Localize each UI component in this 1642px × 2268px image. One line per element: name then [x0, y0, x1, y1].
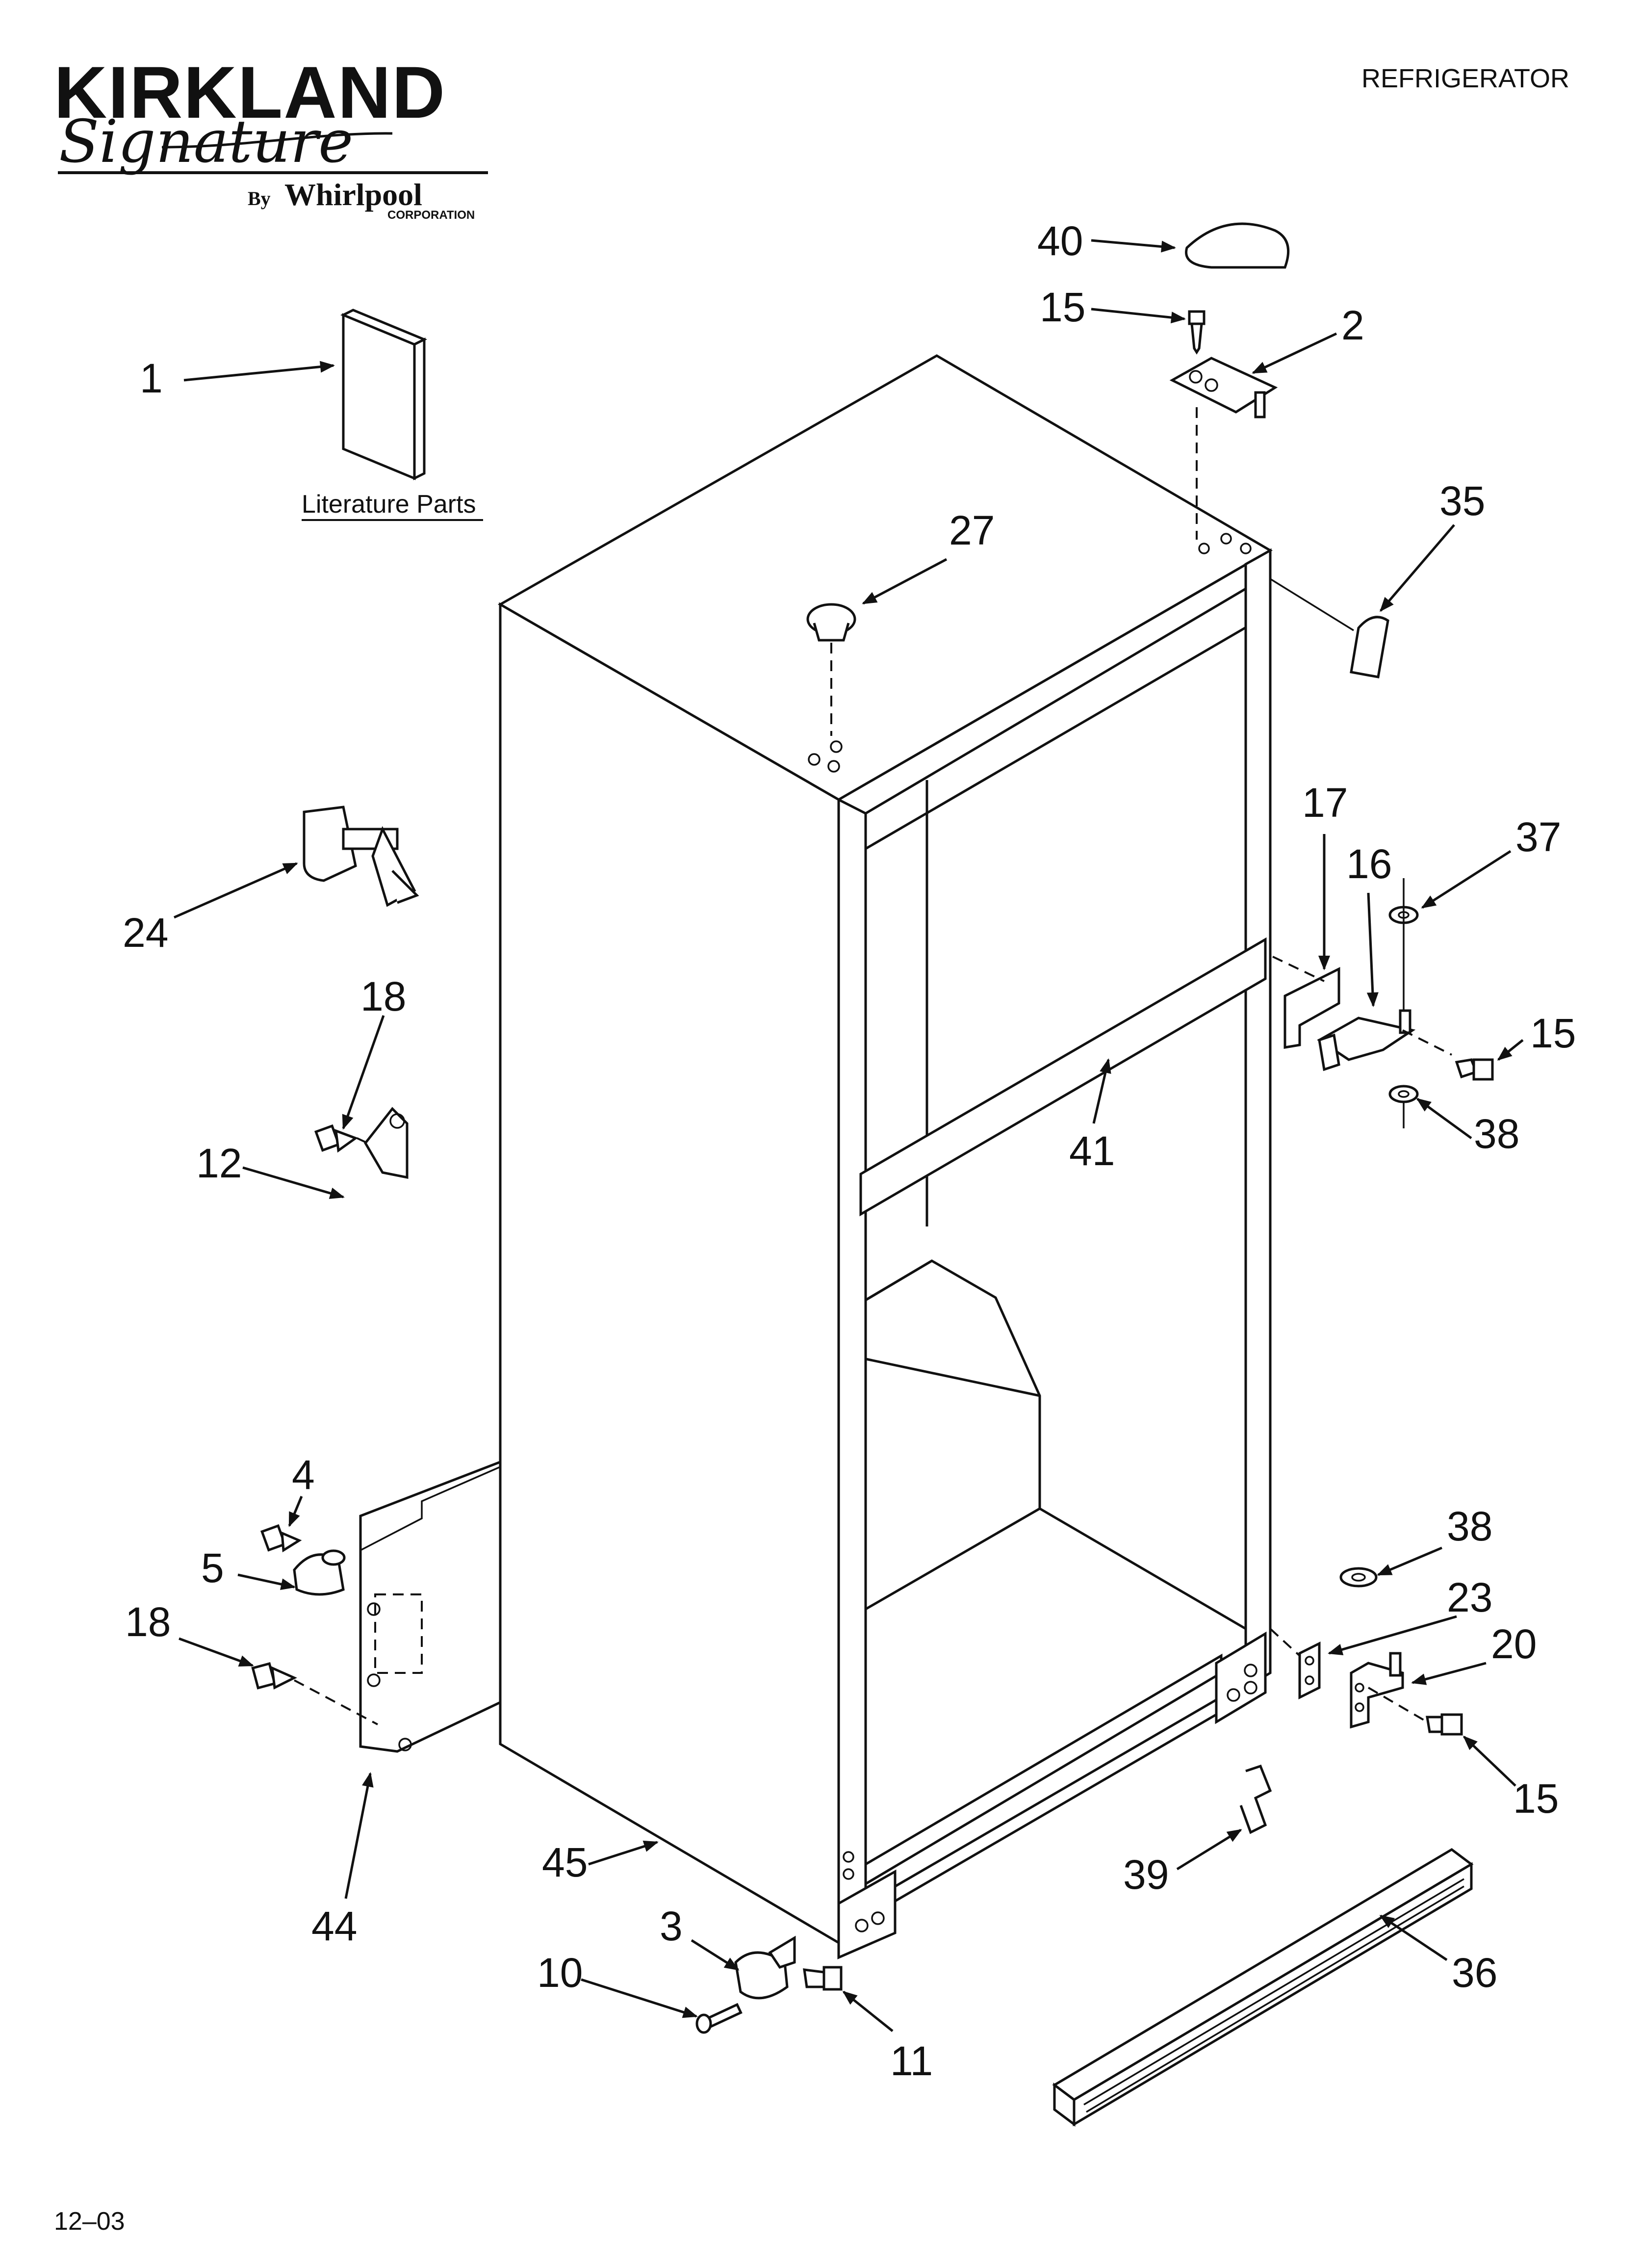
- part-39-clip: [1239, 1764, 1272, 1834]
- callout-27: 27: [949, 507, 995, 553]
- callout-5: 5: [201, 1545, 224, 1591]
- callout-18-lower: 18: [125, 1599, 171, 1645]
- part-15-screw-mid: [1455, 1058, 1494, 1081]
- callout-11: 11: [890, 2038, 933, 2084]
- part-15-screw-top: [1188, 310, 1206, 355]
- part-20-lower-hinge: [1350, 1652, 1404, 1729]
- cabinet-body: [359, 354, 1273, 1959]
- callout-24: 24: [123, 910, 168, 956]
- callout-45: 45: [542, 1839, 588, 1885]
- part-18-screw-lower: [251, 1662, 378, 1725]
- product-title: REFRIGERATOR: [1361, 64, 1569, 93]
- callout-12: 12: [196, 1140, 242, 1186]
- callout-35: 35: [1439, 478, 1485, 524]
- callout-38-mid: 38: [1474, 1111, 1519, 1157]
- part-23-shim: [1269, 1628, 1321, 1700]
- part-2-top-hinge: [1169, 357, 1278, 540]
- brand-name: KIRKLAND: [54, 51, 446, 133]
- part-40-hinge-cap: [1185, 222, 1290, 269]
- part-17-shim: [1283, 966, 1340, 1049]
- callout-39: 39: [1123, 1851, 1169, 1898]
- callout-41: 41: [1069, 1128, 1115, 1174]
- part-38-washer-mid: [1388, 1085, 1419, 1128]
- part-38-washer-lower: [1339, 1567, 1378, 1588]
- part-36-toe-grille: [1052, 1848, 1474, 2127]
- date-code: 12–03: [54, 2207, 125, 2236]
- part-1-literature: [340, 309, 428, 481]
- part-3-bracket: [734, 1935, 796, 2000]
- callout-10: 10: [537, 1950, 583, 1996]
- maker-sub: CORPORATION: [387, 209, 475, 222]
- literature-label: Literature Parts: [302, 490, 476, 519]
- callout-1: 1: [140, 355, 163, 401]
- part-5-clamp: [293, 1549, 346, 1596]
- brand-script: Signature: [59, 108, 353, 176]
- callout-16: 16: [1346, 841, 1392, 887]
- callout-15-top: 15: [1040, 284, 1085, 330]
- callout-40: 40: [1037, 218, 1083, 264]
- part-16-center-hinge: [1317, 1009, 1416, 1071]
- callout-20: 20: [1491, 1621, 1537, 1667]
- part-18-screw-upper: [314, 1124, 359, 1153]
- callout-44: 44: [311, 1903, 357, 1949]
- part-4-screw: [260, 1524, 302, 1553]
- leader-lines: [173, 239, 1524, 2032]
- callout-38-lower: 38: [1447, 1503, 1492, 1549]
- part-12-bracket: [357, 1107, 409, 1179]
- brand-logo: KIRKLAND Signature By Whirlpool CORPORAT…: [54, 51, 488, 222]
- part-27-plug: [806, 603, 856, 736]
- callout-18-upper: 18: [360, 973, 406, 1019]
- callout-3: 3: [660, 1903, 683, 1949]
- callout-36: 36: [1452, 1950, 1497, 1996]
- part-10-pin: [695, 2003, 743, 2034]
- callout-15-lower: 15: [1513, 1775, 1559, 1822]
- callout-2: 2: [1341, 302, 1364, 348]
- callout-17: 17: [1302, 780, 1348, 826]
- callout-labels: 40 15 2 1 27 35 17 16 37 24 15 18 38 12 …: [123, 218, 1576, 2084]
- callout-4: 4: [292, 1452, 315, 1498]
- callout-37: 37: [1515, 814, 1561, 860]
- by-label: By: [248, 187, 271, 209]
- part-24-leveler: [303, 806, 419, 907]
- callout-15-mid: 15: [1530, 1010, 1576, 1056]
- part-37-washer: [1388, 878, 1419, 1011]
- part-35-cover: [1270, 578, 1389, 678]
- part-11-screw: [803, 1966, 843, 1991]
- part-15-screw-lower: [1367, 1687, 1463, 1736]
- maker-name: Whirlpool: [284, 177, 422, 212]
- callout-23: 23: [1447, 1574, 1492, 1620]
